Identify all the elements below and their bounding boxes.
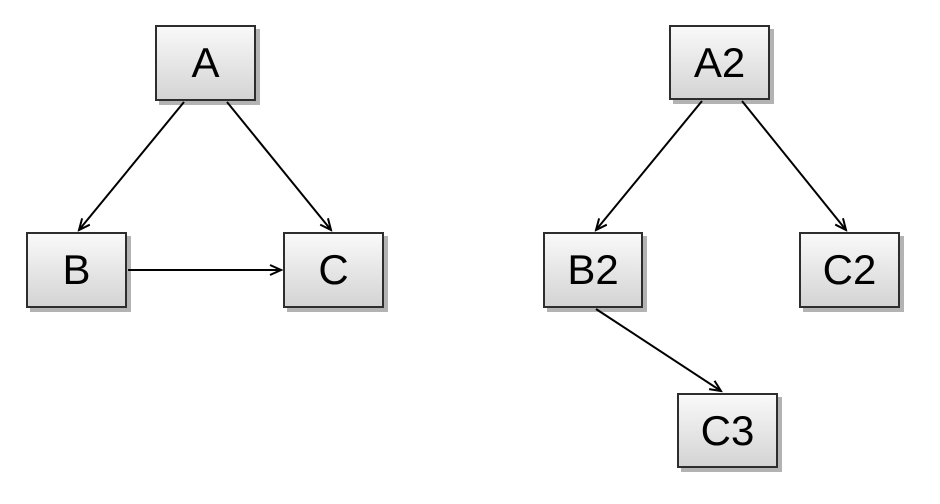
- node-C3[interactable]: C3: [677, 393, 778, 468]
- edge-A2-C2[interactable]: [741, 100, 846, 230]
- edge-A-C[interactable]: [226, 101, 331, 230]
- node-C[interactable]: C: [283, 232, 384, 308]
- node-label-B: B: [62, 246, 91, 293]
- node-A2[interactable]: A2: [669, 25, 770, 100]
- node-B2[interactable]: B2: [543, 232, 643, 308]
- node-label-A: A: [191, 39, 220, 86]
- edge-A2-B2[interactable]: [596, 100, 703, 230]
- node-B[interactable]: B: [26, 232, 127, 308]
- node-label-C: C: [318, 246, 349, 293]
- node-label-A2: A2: [693, 38, 746, 86]
- node-C2[interactable]: C2: [799, 232, 900, 308]
- edge-B2-C3[interactable]: [595, 308, 721, 391]
- edge-A-B[interactable]: [79, 101, 185, 230]
- node-A[interactable]: A: [155, 25, 256, 101]
- node-label-C3: C3: [700, 406, 755, 454]
- node-label-C2: C2: [822, 246, 877, 293]
- node-label-B2: B2: [567, 246, 619, 293]
